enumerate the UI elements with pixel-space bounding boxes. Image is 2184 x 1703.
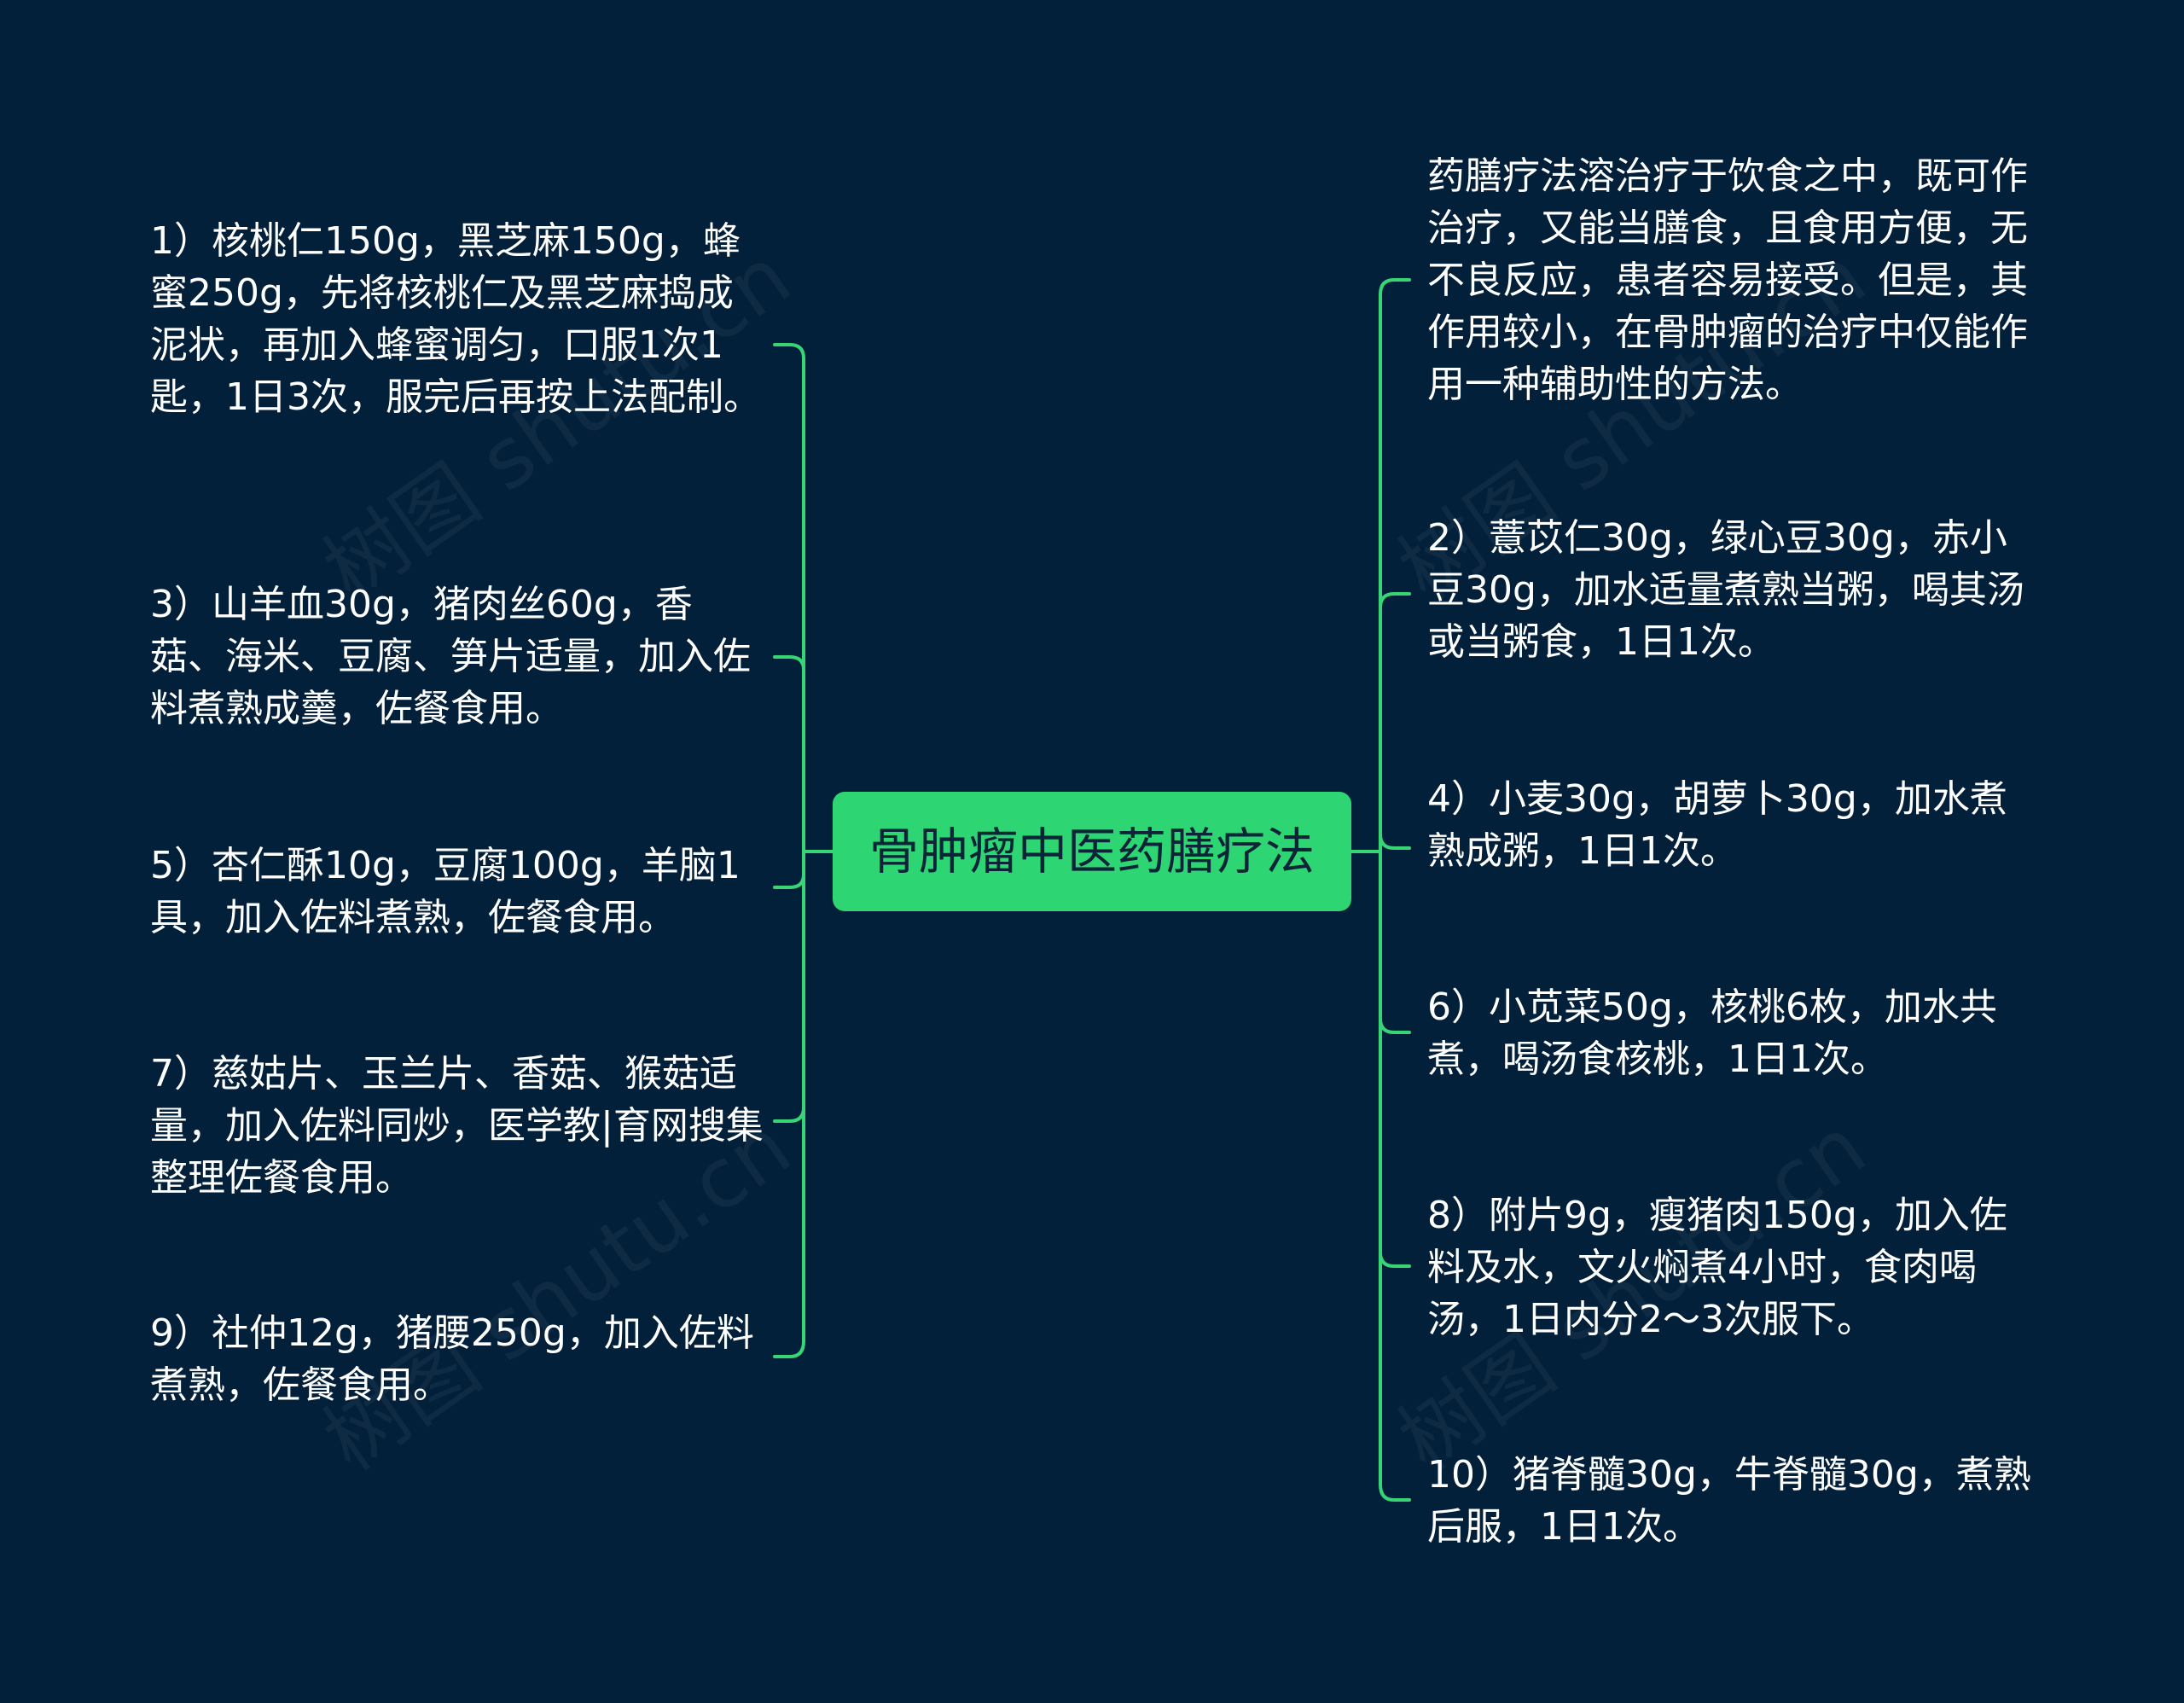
connector-right-3 [1379, 833, 1411, 850]
right-item-3-text: 4）小麦30g，胡萝卜30g，加水煮熟成粥，1日1次。 [1427, 777, 2007, 873]
connector-right-6 [1379, 1483, 1411, 1502]
left-item-1-text: 1）核桃仁150g，黑芝麻150g，蜂蜜250g，先将核桃仁及黑芝麻捣成泥状，再… [150, 219, 761, 419]
left-item-4-text: 7）慈姑片、玉兰片、香菇、猴菇适量，加入佐料同炒，医学教|育网搜集整理佐餐食用。 [150, 1052, 764, 1200]
right-item-1[interactable]: 药膳疗法溶治疗于饮食之中，既可作治疗，又能当膳食，且食用方便，无不良反应，患者容… [1427, 150, 2042, 410]
right-item-6-text: 10）猪脊髓30g，牛脊髓30g，煮熟后服，1日1次。 [1427, 1453, 2031, 1549]
right-item-5[interactable]: 8）附片9g，瘦猪肉150g，加入佐料及水，文火焖煮4小时，食肉喝汤，1日内分2… [1427, 1189, 2042, 1346]
root-topic[interactable]: 骨肿瘤中医药膳疗法 [833, 792, 1351, 911]
root-topic-label: 骨肿瘤中医药膳疗法 [868, 822, 1315, 881]
right-item-3[interactable]: 4）小麦30g，胡萝卜30g，加水煮熟成粥，1日1次。 [1427, 773, 2042, 877]
right-item-5-text: 8）附片9g，瘦猪肉150g，加入佐料及水，文火焖煮4小时，食肉喝汤，1日内分2… [1427, 1194, 2007, 1341]
left-item-5-text: 9）社仲12g，猪腰250g，加入佐料煮熟，佐餐食用。 [150, 1311, 754, 1407]
connector-right-1 [1379, 278, 1411, 296]
connector-left-1 [773, 343, 805, 360]
right-item-1-text: 药膳疗法溶治疗于饮食之中，既可作治疗，又能当膳食，且食用方便，无不良反应，患者容… [1427, 154, 2028, 406]
left-item-5[interactable]: 9）社仲12g，猪腰250g，加入佐料煮熟，佐餐食用。 [150, 1307, 764, 1411]
connector-right-2 [1379, 592, 1411, 609]
right-item-6[interactable]: 10）猪脊髓30g，牛脊髓30g，煮熟后服，1日1次。 [1427, 1449, 2042, 1553]
left-item-2[interactable]: 3）山羊血30g，猪肉丝60g，香菇、海米、豆腐、笋片适量，加入佐料煮熟成羹，佐… [150, 578, 764, 735]
connector-left-2 [773, 655, 805, 671]
right-item-2[interactable]: 2）薏苡仁30g，绿心豆30g，赤小豆30g，加水适量煮熟当粥，喝其汤或当粥食，… [1427, 512, 2042, 668]
left-item-2-text: 3）山羊血30g，猪肉丝60g，香菇、海米、豆腐、笋片适量，加入佐料煮熟成羹，佐… [150, 583, 751, 730]
right-item-2-text: 2）薏苡仁30g，绿心豆30g，赤小豆30g，加水适量煮熟当粥，喝其汤或当粥食，… [1427, 516, 2024, 664]
connector-left-3 [773, 873, 805, 889]
right-item-4-text: 6）小苋菜50g，核桃6枚，加水共煮，喝汤食核桃，1日1次。 [1427, 985, 1997, 1081]
connector-left-4 [773, 1106, 805, 1123]
left-item-4[interactable]: 7）慈姑片、玉兰片、香菇、猴菇适量，加入佐料同炒，医学教|育网搜集整理佐餐食用。 [150, 1048, 764, 1204]
left-item-1[interactable]: 1）核桃仁150g，黑芝麻150g，蜂蜜250g，先将核桃仁及黑芝麻捣成泥状，再… [150, 215, 764, 423]
right-item-4[interactable]: 6）小苋菜50g，核桃6枚，加水共煮，喝汤食核桃，1日1次。 [1427, 981, 2042, 1085]
connector-left-5 [773, 1340, 805, 1358]
left-item-3[interactable]: 5）杏仁酥10g，豆腐100g，羊脑1具，加入佐料煮熟，佐餐食用。 [150, 840, 764, 944]
connector-right-4 [1379, 1017, 1411, 1034]
left-item-3-text: 5）杏仁酥10g，豆腐100g，羊脑1具，加入佐料煮熟，佐餐食用。 [150, 844, 741, 939]
connector-right-5 [1379, 1251, 1411, 1268]
